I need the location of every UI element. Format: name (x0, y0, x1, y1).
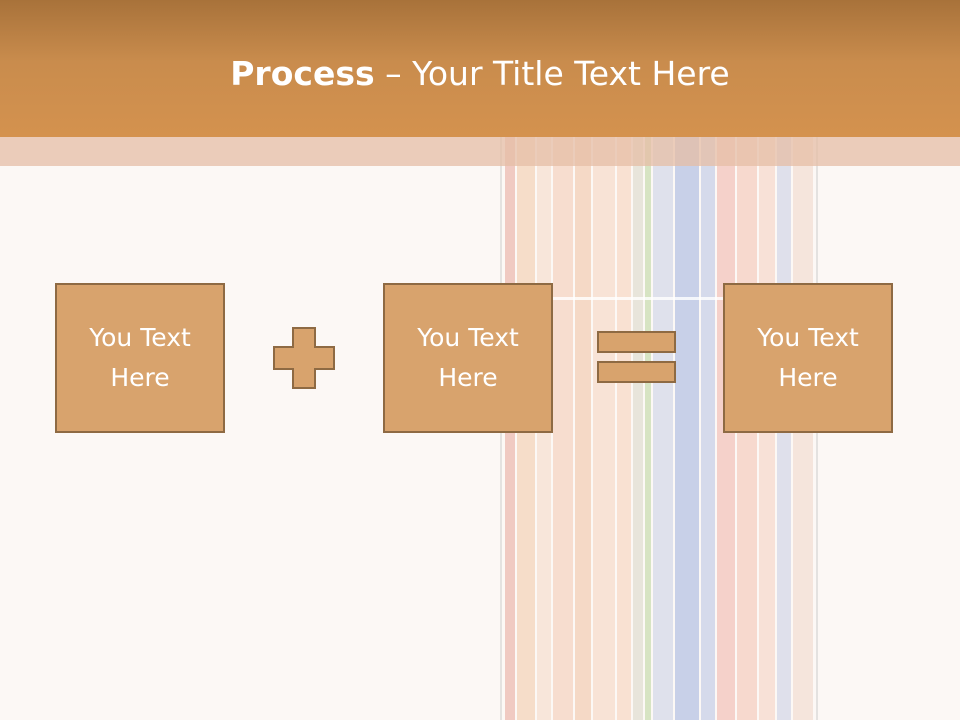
equals-icon (597, 331, 676, 383)
header-bar (0, 0, 960, 137)
process-box-3[interactable]: You Text Here (723, 283, 893, 433)
slide-title[interactable]: Process – Your Title Text Here (0, 52, 960, 96)
water-line (520, 297, 805, 300)
title-rest-part: – Your Title Text Here (374, 54, 730, 93)
header-band (0, 137, 960, 166)
process-box-1-text: You Text Here (89, 323, 191, 392)
process-box-2-text: You Text Here (417, 323, 519, 392)
process-box-2[interactable]: You Text Here (383, 283, 553, 433)
process-box-3-text: You Text Here (757, 323, 859, 392)
process-box-1[interactable]: You Text Here (55, 283, 225, 433)
title-bold-part: Process (230, 54, 375, 93)
plus-icon (273, 327, 335, 389)
